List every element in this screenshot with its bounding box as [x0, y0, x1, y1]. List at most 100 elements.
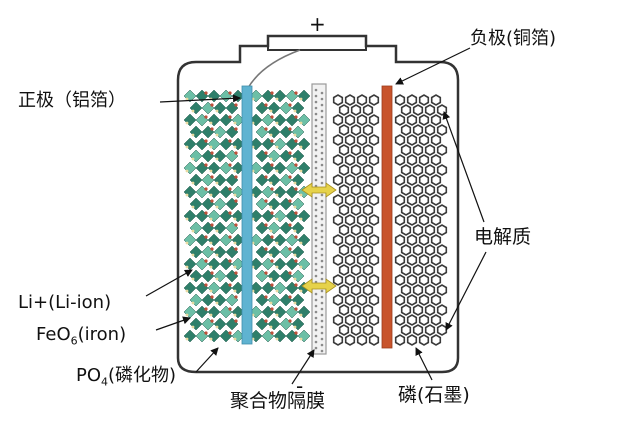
graphite-ring [418, 274, 430, 286]
graphite-ring [344, 254, 356, 266]
graphite-ring [412, 144, 424, 156]
graphite-ring [338, 144, 350, 156]
phosphate-dot [191, 301, 195, 305]
polymer-separator [311, 83, 327, 355]
separator-pore [314, 328, 318, 332]
cathode-crystal [207, 329, 221, 343]
ion-arrow-bottom [301, 278, 337, 294]
cathode-crystal [189, 293, 203, 307]
lithium-ion-dot [210, 127, 214, 131]
cathode-crystal [183, 185, 197, 199]
separator-pore [314, 268, 318, 272]
graphite-ring [344, 134, 356, 146]
lithium-ion-dot [228, 211, 232, 215]
graphite-ring [430, 314, 442, 326]
graphite-ring [424, 224, 436, 236]
graphite-ring [436, 304, 448, 316]
leader-separator [291, 349, 315, 385]
lithium-ion-dot [264, 295, 268, 299]
graphite-ring [350, 284, 362, 296]
phosphate-dot [185, 97, 189, 101]
lithium-ion-dot [294, 259, 298, 263]
graphite-ring [394, 294, 406, 306]
separator-pore [320, 259, 324, 263]
phosphate-dot [275, 337, 279, 341]
graphite-ring [406, 234, 418, 246]
phosphate-dot [191, 205, 195, 209]
phosphate-dot [215, 181, 219, 185]
separator-pore [320, 205, 324, 209]
cathode-crystal [273, 185, 287, 199]
graphite-ring [332, 214, 344, 226]
cathode-crystal [267, 245, 281, 259]
graphite-ring [356, 294, 368, 306]
phosphate-dot [185, 313, 189, 317]
separator-pore [314, 256, 318, 260]
graphite-ring [362, 324, 374, 336]
cathode-crystal [183, 329, 197, 343]
graphite-ring [418, 134, 430, 146]
separator-pore [314, 196, 318, 200]
cathode-crystal [267, 149, 281, 163]
graphite-ring [430, 334, 442, 346]
cathode-crystal [267, 101, 281, 115]
graphite-ring [362, 224, 374, 236]
cathode-crystal [183, 113, 197, 127]
lithium-ion-dot [294, 235, 298, 239]
graphite-ring [394, 194, 406, 206]
lithium-ion-dot [204, 331, 208, 335]
graphite-ring [344, 294, 356, 306]
cathode-crystal [267, 293, 281, 307]
graphite-ring [350, 124, 362, 136]
separator-pore [314, 160, 318, 164]
phosphate-dot [185, 169, 189, 173]
graphite-ring [418, 174, 430, 186]
graphite-ring [356, 174, 368, 186]
iron-oxide-name: (iron) [77, 324, 127, 345]
phosphate-dot [233, 313, 237, 317]
lithium-ion-dot [204, 259, 208, 263]
graphite-ring [394, 214, 406, 226]
graphite-ring [356, 234, 368, 246]
graphite-ring [394, 94, 406, 106]
phosphate-dot [299, 97, 303, 101]
cathode-crystal [297, 209, 311, 223]
cathode-crystal [183, 161, 197, 175]
separator-pore [314, 202, 318, 206]
lithium-ion-dot [294, 283, 298, 287]
graphite-ring [356, 314, 368, 326]
cathode-crystal [273, 137, 287, 151]
lithium-ion-dot [210, 175, 214, 179]
leader-negative-electrode [395, 47, 471, 85]
graphite-ring [400, 104, 412, 116]
cathode-crystal [213, 221, 227, 235]
graphite-ring [406, 314, 418, 326]
separator-pore [320, 223, 324, 227]
phosphate-dot [275, 241, 279, 245]
lithium-ion-dot [270, 187, 274, 191]
graphite-ring [338, 104, 350, 116]
separator-pore [314, 340, 318, 344]
graphite-ring [344, 194, 356, 206]
graphite-ring [436, 284, 448, 296]
separator-pore [320, 229, 324, 233]
graphite-ring [412, 124, 424, 136]
graphite-ring [412, 244, 424, 256]
graphite-ring [418, 234, 430, 246]
graphite-ring [400, 164, 412, 176]
cathode-crystal [291, 197, 305, 211]
lithium-ion-dot [234, 247, 238, 251]
separator-pore [314, 100, 318, 104]
separator-pore [314, 238, 318, 242]
graphite-ring [362, 264, 374, 276]
separator-pore [320, 343, 324, 347]
cathode-crystal [297, 233, 311, 247]
lithium-ion-dot [270, 235, 274, 239]
phosphate-dot [293, 133, 297, 137]
graphite-ring [412, 264, 424, 276]
separator-pore [314, 310, 318, 314]
lithium-ion-dot [228, 139, 232, 143]
graphite-ring [368, 174, 380, 186]
graphite-ring [356, 274, 368, 286]
lithium-ion-dot [210, 247, 214, 251]
